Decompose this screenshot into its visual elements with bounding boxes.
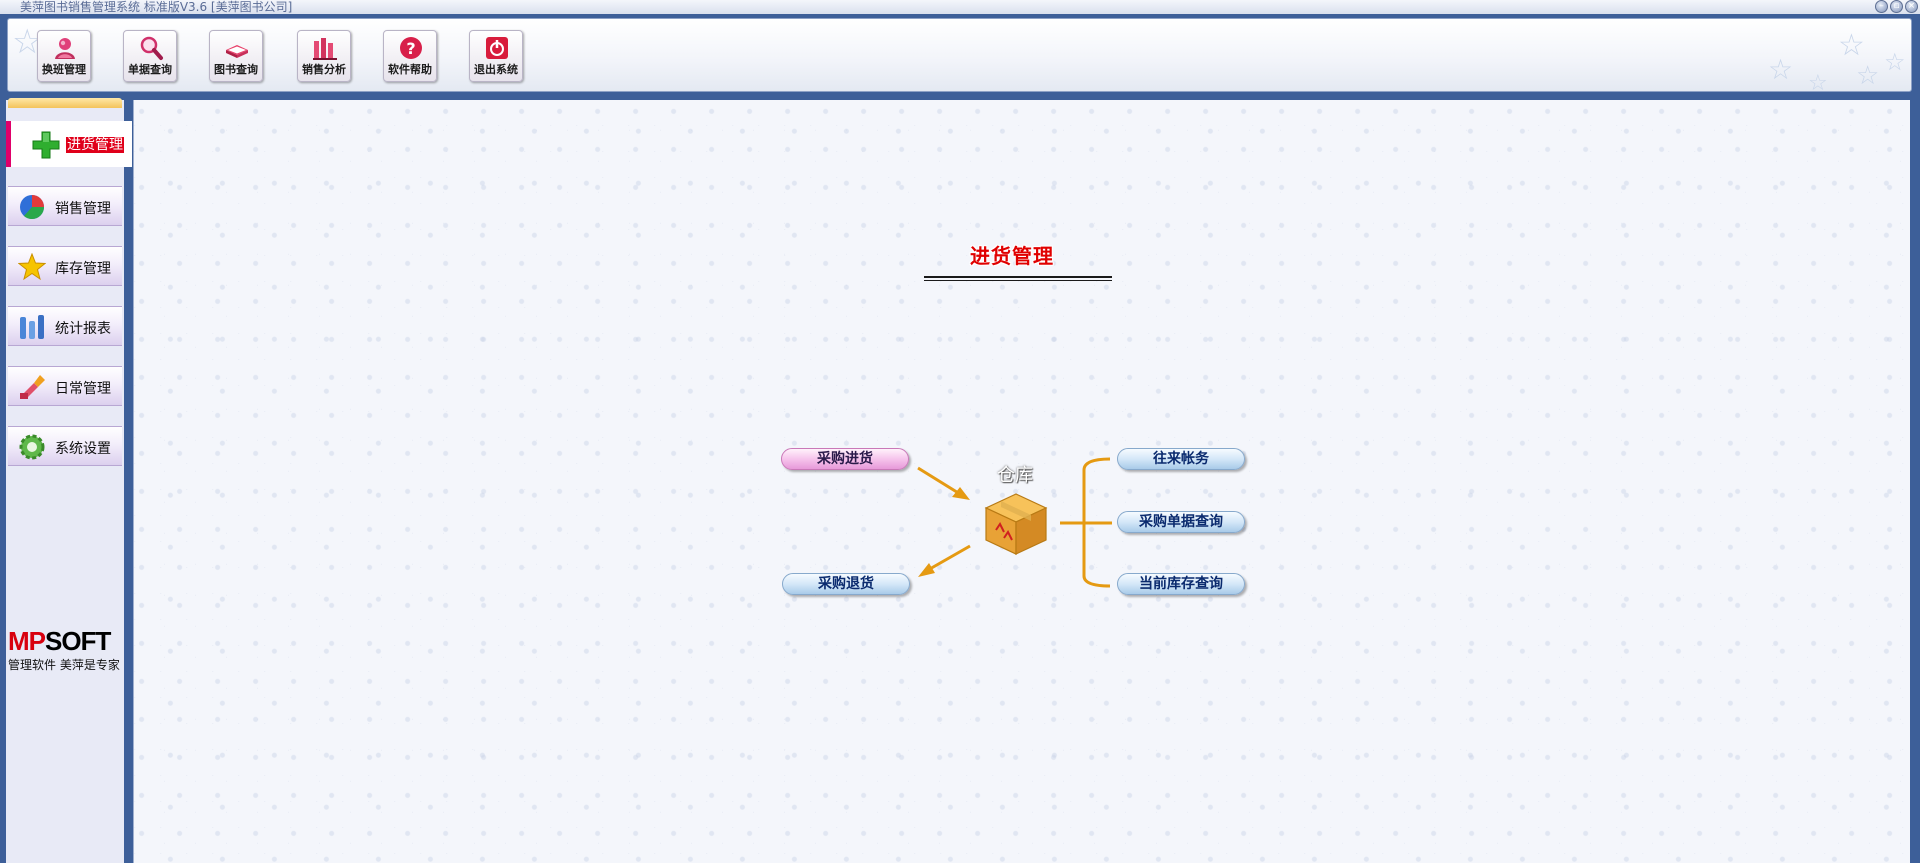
- logo-brand: MPSOFT: [8, 628, 124, 654]
- logo-brand-mp: MP: [8, 626, 46, 656]
- pie-chart-icon: [20, 195, 45, 220]
- toolbar-button-label: 换班管理: [42, 63, 86, 76]
- star-decoration-icon: ☆: [1856, 61, 1880, 91]
- sales-analysis-button[interactable]: 销售分析: [297, 30, 351, 82]
- star-decoration-icon: ☆: [1808, 71, 1828, 92]
- toolbar-button-label: 单据查询: [128, 63, 172, 76]
- help-icon: ?: [400, 37, 422, 59]
- accounts-button[interactable]: 往来帐务: [1117, 448, 1245, 470]
- sidebar-item-sales-management[interactable]: 销售管理: [8, 186, 122, 226]
- shift-change-button[interactable]: 换班管理: [37, 30, 91, 82]
- star-icon: [18, 253, 46, 281]
- sidebar-item-statistics-report[interactable]: 统计报表: [8, 306, 122, 346]
- warehouse-label: 仓库: [997, 465, 1033, 486]
- exit-system-button[interactable]: 退出系统: [469, 30, 523, 82]
- sidebar-tab-strip: [8, 98, 122, 108]
- book-icon: [226, 45, 248, 58]
- svg-text:?: ?: [406, 39, 415, 58]
- purchase-return-button[interactable]: 采购退货: [782, 573, 910, 595]
- warehouse-box-icon: [984, 493, 1048, 555]
- brush-icon: [20, 375, 45, 399]
- book-query-button[interactable]: 图书查询: [209, 30, 263, 82]
- sidebar-item-label: 进货管理: [66, 137, 124, 153]
- sidebar-item-system-settings[interactable]: 系统设置: [8, 426, 122, 466]
- title-underline: [924, 280, 1112, 281]
- sidebar-item-label: 库存管理: [55, 261, 111, 277]
- gear-icon: [19, 434, 45, 460]
- magnifier-icon: [140, 36, 163, 60]
- star-decoration-icon: ☆: [1884, 48, 1906, 76]
- toolbar: ☆ ☆ ☆ ☆ ☆ ☆ ☆ ☆ ☆: [7, 18, 1912, 92]
- sidebar-item-inventory-management[interactable]: 库存管理: [8, 246, 122, 286]
- restore-icon[interactable]: ▫: [1890, 0, 1903, 13]
- star-decoration-icon: ☆: [1838, 28, 1865, 63]
- toolbar-button-label: 图书查询: [214, 63, 258, 76]
- page-title: 进货管理: [970, 244, 1054, 268]
- star-decoration-icon: ☆: [1768, 53, 1794, 86]
- sidebar: [6, 100, 124, 863]
- plus-icon: [32, 131, 60, 159]
- report-bars-icon: [20, 315, 44, 339]
- sidebar-item-label: 系统设置: [55, 441, 111, 457]
- sidebar-item-daily-management[interactable]: 日常管理: [8, 366, 122, 406]
- bar-chart-icon: [313, 38, 337, 60]
- purchase-document-query-button[interactable]: 采购单据查询: [1117, 511, 1245, 533]
- logo-slogan: 管理软件 美萍是专家: [8, 658, 120, 672]
- sidebar-item-label: 日常管理: [55, 381, 111, 397]
- close-icon[interactable]: ×: [1905, 0, 1918, 13]
- toolbar-button-label: 软件帮助: [388, 63, 432, 76]
- window-right-edge: [1910, 100, 1920, 863]
- toolbar-button-label: 销售分析: [302, 63, 346, 76]
- document-query-button[interactable]: 单据查询: [123, 30, 177, 82]
- mpsoft-logo: MPSOFT 管理软件 美萍是专家: [8, 628, 124, 673]
- main-content: [133, 100, 1911, 863]
- software-help-button[interactable]: ? 软件帮助: [383, 30, 437, 82]
- power-icon: [486, 37, 508, 59]
- purchase-in-button[interactable]: 采购进货: [781, 448, 909, 470]
- shift-change-icon: [55, 38, 75, 59]
- title-bar: 美萍图书销售管理系统 标准版V3.6 [美萍图书公司] – ▫ ×: [0, 0, 1920, 15]
- current-inventory-query-button[interactable]: 当前库存查询: [1117, 573, 1245, 595]
- window-title: 美萍图书销售管理系统 标准版V3.6 [美萍图书公司]: [20, 0, 293, 14]
- logo-brand-soft: SOFT: [45, 626, 111, 656]
- sidebar-item-purchase-management[interactable]: 进货管理: [6, 121, 132, 167]
- minimize-icon[interactable]: –: [1875, 0, 1888, 13]
- title-underline: [924, 276, 1112, 278]
- sidebar-item-label: 统计报表: [55, 321, 111, 337]
- sidebar-item-label: 销售管理: [55, 201, 111, 217]
- toolbar-button-label: 退出系统: [474, 63, 518, 76]
